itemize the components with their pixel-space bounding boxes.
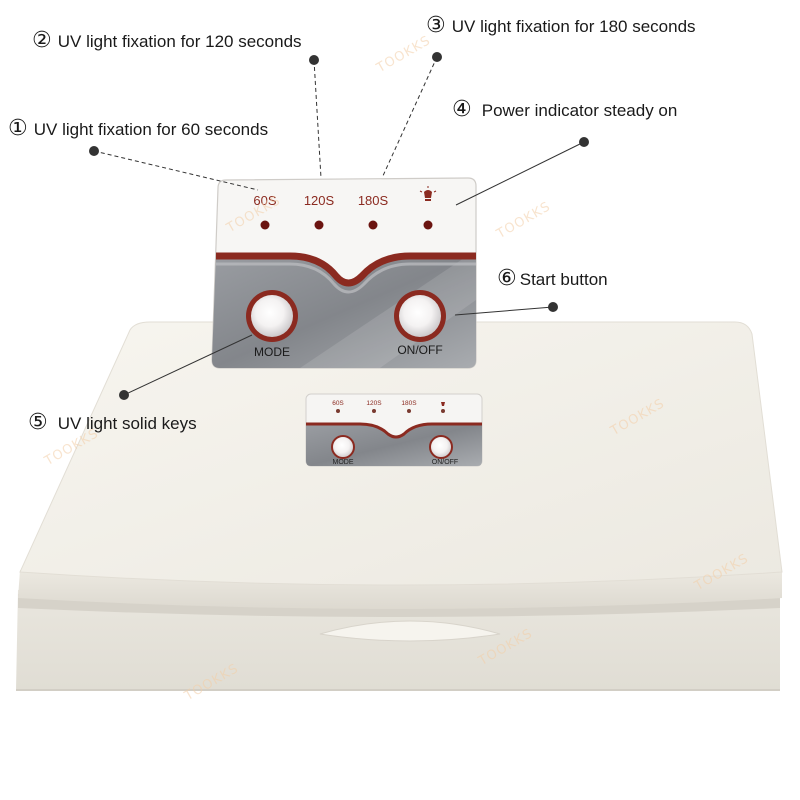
enlarged-control-panel: 60S 120S 180S MODE ON/OFF: [211, 177, 477, 369]
small-mode-label: MODE: [333, 459, 354, 466]
callout-180-seconds: ③ UV light fixation for 180 seconds: [426, 15, 696, 37]
leader-lines: [93, 56, 585, 396]
callout-text: Power indicator steady on: [481, 100, 678, 120]
lid-notch: [319, 620, 501, 642]
small-timer-120: 120S: [366, 400, 382, 407]
onoff-label: ON/OFF: [397, 343, 442, 357]
small-timer-60: 60S: [332, 400, 344, 407]
callout-text: UV light solid keys: [57, 413, 197, 433]
callout-text: UV light fixation for 60 seconds: [33, 119, 269, 139]
callout-60-seconds: ① UV light fixation for 60 seconds: [8, 118, 268, 140]
small-onoff-label: ON/OFF: [432, 459, 458, 466]
onoff-button[interactable]: [394, 290, 446, 342]
led-60: [260, 220, 270, 230]
uv-sterilizer-box: [16, 321, 783, 691]
led-120: [314, 220, 324, 230]
led-180: [368, 220, 378, 230]
callout-number: ④: [452, 97, 472, 122]
callout-text: UV light fixation for 180 seconds: [451, 16, 696, 36]
callout-start-button: ⑥ Start button: [497, 268, 608, 290]
callout-number: ③: [426, 13, 446, 38]
callout-power-indicator: ④ Power indicator steady on: [452, 99, 677, 121]
callout-number: ⑥: [497, 266, 517, 291]
callout-text: Start button: [519, 269, 608, 289]
mode-label: MODE: [254, 345, 290, 359]
led-power: [423, 220, 433, 230]
leader-dots: [89, 52, 589, 400]
callout-text: UV light fixation for 120 seconds: [57, 31, 302, 51]
callout-number: ⑤: [28, 410, 48, 435]
timer-label-60: 60S: [253, 193, 276, 208]
callout-number: ②: [32, 28, 52, 53]
small-lamp-icon: [441, 402, 445, 406]
callout-number: ①: [8, 116, 28, 141]
lamp-icon: [419, 186, 437, 201]
small-timer-180: 180S: [401, 400, 417, 407]
timer-label-180: 180S: [358, 193, 389, 208]
timer-label-120: 120S: [304, 193, 335, 208]
mode-button[interactable]: [246, 290, 298, 342]
small-mode-button[interactable]: [331, 435, 355, 459]
device-control-panel: 60S 120S 180S MODE ON/OFF: [305, 393, 483, 467]
callout-uv-solid-keys: ⑤ UV light solid keys: [28, 412, 197, 434]
callout-120-seconds: ② UV light fixation for 120 seconds: [32, 30, 302, 52]
small-onoff-button[interactable]: [429, 435, 453, 459]
